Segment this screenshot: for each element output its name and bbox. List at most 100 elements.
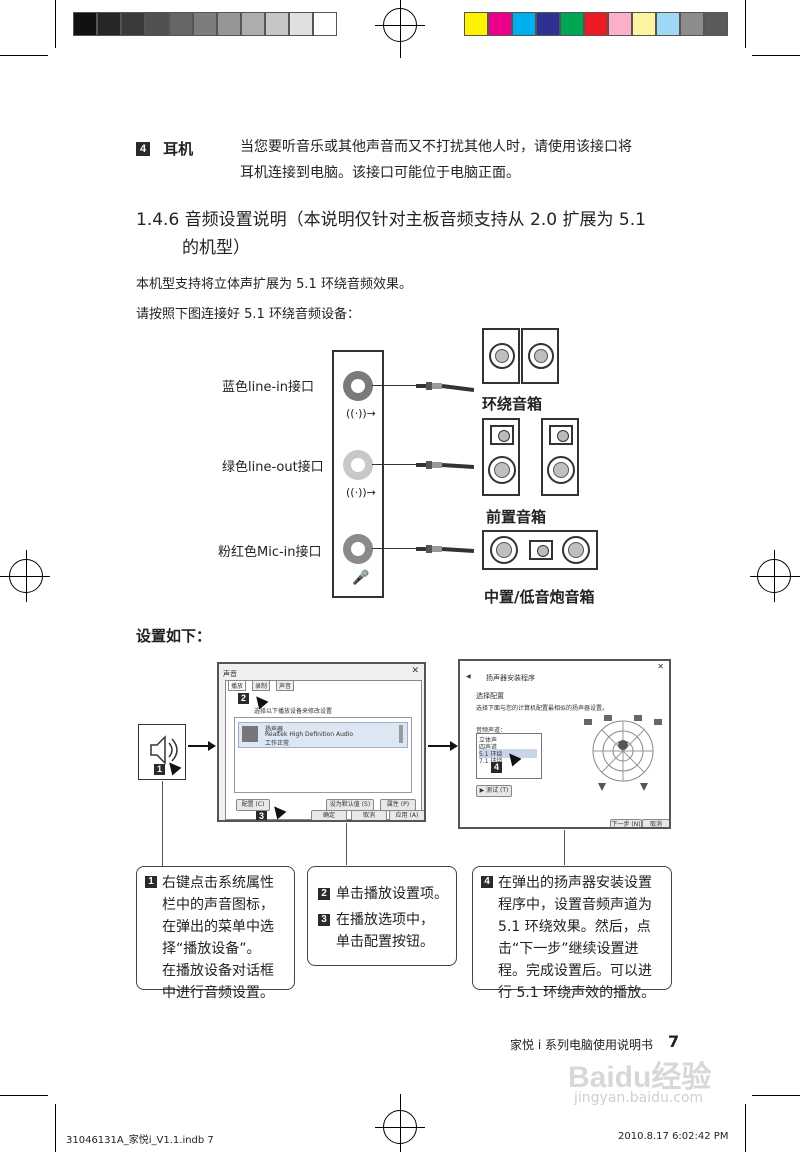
center-speaker-label: 中置/低音炮音箱 bbox=[484, 588, 595, 606]
speaker-layout-diagram bbox=[578, 707, 668, 797]
color-swatch bbox=[584, 12, 608, 36]
audio-plug bbox=[416, 380, 475, 400]
watermark-logo: Baidu经验 bbox=[568, 1061, 712, 1094]
gray-swatch bbox=[121, 12, 145, 36]
gray-swatch bbox=[265, 12, 289, 36]
crop-line bbox=[375, 1127, 425, 1128]
close-icon[interactable]: ✕ bbox=[411, 666, 419, 676]
channel-option-selected[interactable]: 5.1 环绕 bbox=[479, 749, 537, 758]
callout-connector bbox=[564, 830, 565, 865]
audio-plug bbox=[416, 459, 475, 479]
surround-speaker-label: 环绕音箱 bbox=[482, 395, 543, 413]
device-list: 扬声器 Realtek High Definition Audio 工作正常 bbox=[234, 717, 412, 793]
back-arrow-icon[interactable]: ◀ bbox=[466, 673, 471, 680]
configure-button[interactable]: 配置 (C) bbox=[236, 799, 270, 811]
setup-heading: 选择配置 bbox=[476, 692, 504, 700]
microphone-icon: 🎤 bbox=[352, 570, 370, 586]
front-speaker-left bbox=[482, 418, 520, 496]
footer-book-title: 家悦 i 系列电脑使用说明书 bbox=[510, 1038, 653, 1052]
channel-option[interactable]: 立体声 bbox=[479, 737, 498, 744]
gray-swatch bbox=[193, 12, 217, 36]
step-marker-1: 1 bbox=[154, 764, 165, 775]
set-default-button[interactable]: 设为默认值 (S) bbox=[326, 799, 374, 811]
dialog-body: 播放 录制 声音 2 选择以下播放设备来修改设置 扬声器 Realtek Hig… bbox=[225, 680, 422, 820]
apply-button[interactable]: 应用 (A) bbox=[389, 810, 424, 820]
device-driver: Realtek High Definition Audio bbox=[265, 731, 354, 738]
page-number: 7 bbox=[668, 1032, 680, 1051]
crop-line bbox=[745, 0, 746, 48]
callout-connector bbox=[162, 781, 163, 867]
callout-line: 在播放选项中， bbox=[336, 912, 434, 928]
volume-meter bbox=[399, 725, 403, 743]
close-icon[interactable]: ✕ bbox=[657, 662, 664, 671]
color-swatch bbox=[704, 12, 728, 36]
cancel-button[interactable]: 取消 bbox=[351, 810, 387, 820]
callout-step-4: 4 在弹出的扬声器安装设置 程序中，设置音频声道为 5.1 环绕效果。然后，点 … bbox=[472, 866, 672, 1001]
gray-swatch bbox=[313, 12, 337, 36]
callout-line: 单击配置按钮。 bbox=[336, 934, 434, 950]
channel-option[interactable]: 7.1 环绕 bbox=[479, 758, 502, 765]
crop-line bbox=[0, 1095, 48, 1096]
callout-line: 在弹出的扬声器安装设置 bbox=[498, 875, 652, 891]
ok-button[interactable]: 确定 bbox=[311, 810, 347, 820]
crop-line bbox=[55, 0, 56, 48]
color-swatch bbox=[608, 12, 632, 36]
sound-dialog: 声音 ✕ 播放 录制 声音 2 选择以下播放设备来修改设置 扬声器 Realte… bbox=[217, 662, 426, 822]
mouse-cursor-icon bbox=[269, 802, 287, 820]
section-heading: 1.4.6 音频设置说明（本说明仅针对主板音频支持从 2.0 扩展为 5.1 的… bbox=[136, 206, 646, 262]
callout-line: 5.1 环绕效果。然后，点 bbox=[498, 919, 651, 935]
gray-swatch bbox=[217, 12, 241, 36]
step-marker-3: 3 bbox=[256, 811, 267, 820]
tab-playback[interactable]: 播放 bbox=[228, 680, 247, 691]
callout-line: 单击播放设置项。 bbox=[336, 886, 448, 902]
audio-plug bbox=[416, 543, 475, 563]
gray-swatch bbox=[145, 12, 169, 36]
step-marker-2: 2 bbox=[238, 693, 249, 704]
callout-line: 中进行音频设置。 bbox=[162, 985, 274, 1001]
gray-swatch bbox=[73, 12, 97, 36]
channel-option[interactable]: 四声道 bbox=[479, 744, 498, 751]
callout-line: 行 5.1 环绕声效的播放。 bbox=[498, 985, 656, 1001]
color-swatch bbox=[656, 12, 680, 36]
callout-line: 栏中的声音图标， bbox=[162, 897, 274, 913]
color-swatch bbox=[680, 12, 704, 36]
callout-line: 右键点击系统属性 bbox=[162, 875, 274, 891]
surround-speaker-right bbox=[521, 328, 559, 384]
tray-volume-icon[interactable]: 1 bbox=[138, 724, 186, 780]
flow-arrow bbox=[428, 741, 458, 751]
next-button[interactable]: 下一步 (N) bbox=[610, 819, 642, 827]
color-swatch bbox=[512, 12, 536, 36]
cancel-button[interactable]: 取消 bbox=[642, 819, 669, 827]
test-button[interactable]: ▶ 测试 (T) bbox=[476, 785, 512, 797]
callout-connector bbox=[346, 823, 347, 865]
crop-line bbox=[774, 550, 775, 602]
speaker-device-icon bbox=[242, 726, 258, 742]
channels-label: 音频声道： bbox=[476, 727, 507, 734]
center-speaker bbox=[482, 530, 598, 570]
crop-line bbox=[55, 1104, 56, 1152]
channel-list: 立体声 四声道 5.1 环绕 7.1 环绕 4 bbox=[476, 733, 542, 779]
tab-recording[interactable]: 录制 bbox=[252, 680, 271, 691]
port-label-mic-in: 粉红色Mic-in接口 bbox=[218, 545, 322, 560]
crop-line bbox=[375, 25, 425, 26]
step-marker-4: 4 bbox=[491, 762, 502, 773]
port-label-line-in: 蓝色line-in接口 bbox=[222, 380, 315, 395]
device-row-speakers[interactable]: 扬声器 Realtek High Definition Audio 工作正常 bbox=[238, 722, 408, 748]
crop-line bbox=[752, 1095, 800, 1096]
callout-line: 择“播放设备”。 bbox=[162, 941, 261, 957]
step-number: 3 bbox=[318, 914, 330, 926]
step-number: 4 bbox=[481, 876, 493, 888]
gray-swatch bbox=[289, 12, 313, 36]
front-speaker-label: 前置音箱 bbox=[486, 508, 547, 526]
tab-sounds[interactable]: 声音 bbox=[276, 680, 295, 691]
callout-step-2-3: 2 单击播放设置项。 3 在播放选项中， 单击配置按钮。 bbox=[307, 866, 457, 966]
callout-line: 在弹出的菜单中选 bbox=[162, 919, 274, 935]
device-status: 工作正常 bbox=[265, 740, 290, 747]
description-line: 耳机连接到电脑。该接口可能位于电脑正面。 bbox=[240, 165, 520, 181]
step-number: 1 bbox=[145, 876, 157, 888]
port-label-line-out: 绿色line-out接口 bbox=[222, 460, 324, 475]
line-out-icon: ((·))→ bbox=[346, 486, 376, 499]
color-swatch bbox=[488, 12, 512, 36]
gray-swatch bbox=[97, 12, 121, 36]
file-slug: 31046131A_家悦i_V1.1.indb 7 bbox=[66, 1135, 214, 1146]
